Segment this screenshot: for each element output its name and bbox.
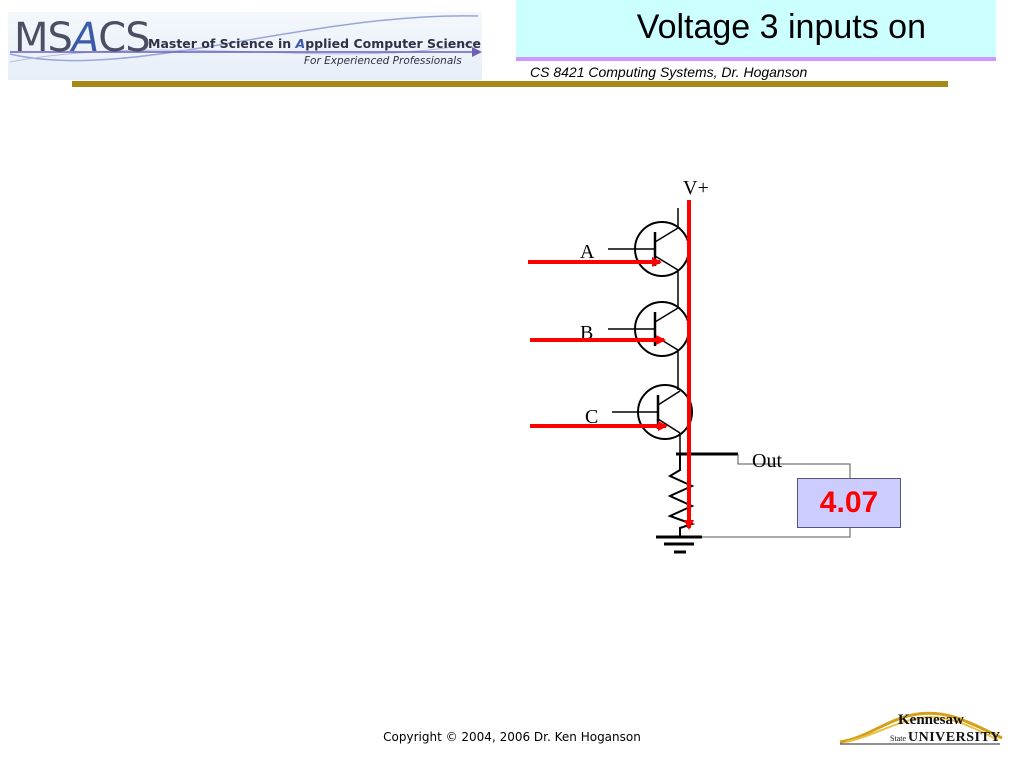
ksu-mountain-icon — [839, 711, 1003, 745]
voltmeter-display: 4.07 — [797, 478, 901, 528]
page-title: Voltage 3 inputs on — [636, 8, 926, 46]
logo-a-text: A — [71, 15, 99, 61]
logo-subtitle: For Experienced Professionals — [304, 55, 462, 67]
output-label: Out — [752, 450, 782, 472]
transistor-a — [608, 221, 690, 277]
ksu-logo: Kennesaw State UNIVERSITY — [838, 708, 1006, 750]
copyright-notice: Copyright © 2004, 2006 Dr. Ken Hoganson — [383, 730, 641, 744]
logo-title: Master of Science in Applied Computer Sc… — [148, 36, 481, 51]
title-box: Voltage 3 inputs on — [516, 0, 996, 58]
logo-title-a: A — [295, 36, 306, 51]
meter-lead-bottom — [702, 528, 851, 538]
meter-lead-top — [737, 454, 851, 478]
course-subtitle: CS 8421 Computing Systems, Dr. Hoganson — [530, 64, 808, 80]
logo-title-pre: Master of Science in — [148, 36, 296, 51]
voltmeter-reading: 4.07 — [819, 486, 879, 519]
logo-ms-text: MS — [14, 15, 73, 61]
ksu-university-text: UNIVERSITY — [908, 730, 1001, 745]
transistor-b — [608, 301, 690, 357]
input-label-a: A — [580, 241, 595, 263]
logo-title-post: pplied Computer Science — [305, 36, 482, 51]
input-label-c: C — [585, 406, 598, 428]
title-underline — [516, 57, 996, 61]
supply-label: V+ — [683, 177, 709, 199]
logo-wordmark: MSACS — [14, 14, 151, 62]
logo-swoosh — [9, 15, 482, 63]
logo-cs-text: CS — [98, 15, 150, 61]
ksu-state-text: State — [890, 734, 906, 743]
transistor-c — [612, 384, 693, 440]
msacs-logo: MSACS Master of Science in Applied Compu… — [8, 12, 482, 80]
header-divider — [72, 81, 948, 87]
ksu-kennesaw-text: Kennesaw — [898, 712, 964, 728]
